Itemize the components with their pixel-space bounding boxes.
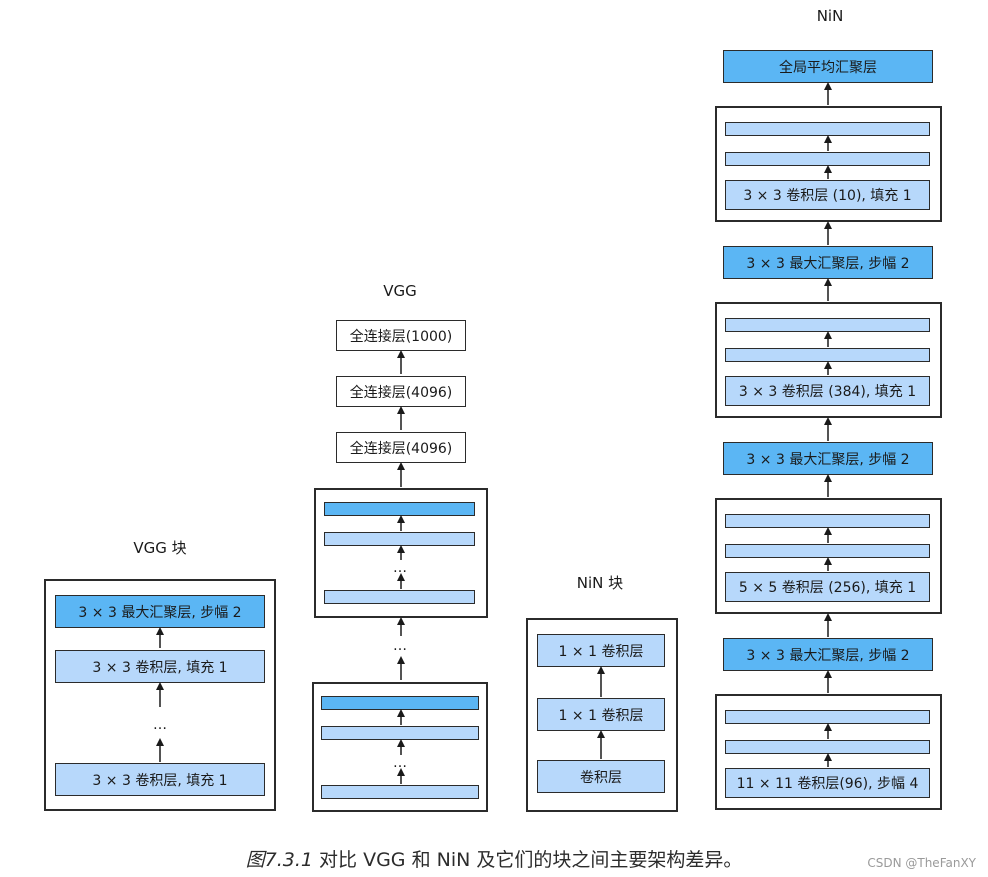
figure-label: 图7.3.1: [245, 849, 313, 871]
vgg-lower-block-conv-bar-top: [321, 726, 479, 740]
vgg-upper-block-conv-bar-top: [324, 532, 475, 546]
nin-block-1x1-conv-bottom: 1 × 1 卷积层: [537, 698, 665, 731]
vgg-block-ellipsis: …: [153, 717, 167, 733]
vgg-upper-block-pool-bar: [324, 502, 475, 516]
nin-pool-1: 3 × 3 最大汇聚层, 步幅 2: [723, 638, 933, 671]
nin-block-4-bar-top: [725, 122, 930, 136]
nin-title: NiN: [816, 7, 844, 25]
nin-block-1-bar-mid: [725, 740, 930, 754]
vgg-fc-1000: 全连接层(1000): [336, 320, 466, 351]
figure-caption-text: 对比 VGG 和 NiN 及它们的块之间主要架构差异。: [319, 849, 743, 871]
nin-block-1x1-conv-top: 1 × 1 卷积层: [537, 634, 665, 667]
nin-block-3-bar-mid: [725, 348, 930, 362]
nin-block-title: NiN 块: [576, 574, 624, 592]
nin-block-conv: 卷积层: [537, 760, 665, 793]
nin-block-3-conv-384: 3 × 3 卷积层 (384), 填充 1: [725, 376, 930, 406]
nin-block-4-conv-10: 3 × 3 卷积层 (10), 填充 1: [725, 180, 930, 210]
vgg-block-conv-layer-top: 3 × 3 卷积层, 填充 1: [55, 650, 265, 683]
nin-pool-2: 3 × 3 最大汇聚层, 步幅 2: [723, 442, 933, 475]
figure-caption: 图7.3.1 对比 VGG 和 NiN 及它们的块之间主要架构差异。: [0, 845, 988, 872]
nin-block-2-conv-256: 5 × 5 卷积层 (256), 填充 1: [725, 572, 930, 602]
vgg-lower-block-conv-bar-bottom: [321, 785, 479, 799]
vgg-lower-block-ellipsis: …: [393, 755, 407, 771]
nin-global-avg-pool: 全局平均汇聚层: [723, 50, 933, 83]
watermark: CSDN @TheFanXY: [867, 856, 976, 870]
vgg-upper-block-conv-bar-bottom: [324, 590, 475, 604]
nin-block-1-conv-96: 11 × 11 卷积层(96), 步幅 4: [725, 768, 930, 798]
nin-block-3-bar-top: [725, 318, 930, 332]
vgg-block-conv-layer-bottom: 3 × 3 卷积层, 填充 1: [55, 763, 265, 796]
vgg-block-pool-layer: 3 × 3 最大汇聚层, 步幅 2: [55, 595, 265, 628]
vgg-fc-4096-lower: 全连接层(4096): [336, 432, 466, 463]
nin-pool-3: 3 × 3 最大汇聚层, 步幅 2: [723, 246, 933, 279]
nin-block-2-bar-mid: [725, 544, 930, 558]
nin-block-1-bar-top: [725, 710, 930, 724]
vgg-between-ellipsis: …: [393, 638, 407, 654]
nin-block-4-bar-mid: [725, 152, 930, 166]
vgg-fc-4096-upper: 全连接层(4096): [336, 376, 466, 407]
nin-block-2-bar-top: [725, 514, 930, 528]
vgg-lower-block-pool-bar: [321, 696, 479, 710]
vgg-upper-block-ellipsis: …: [393, 560, 407, 576]
vgg-title: VGG: [383, 282, 417, 300]
vgg-block-title: VGG 块: [133, 539, 187, 557]
